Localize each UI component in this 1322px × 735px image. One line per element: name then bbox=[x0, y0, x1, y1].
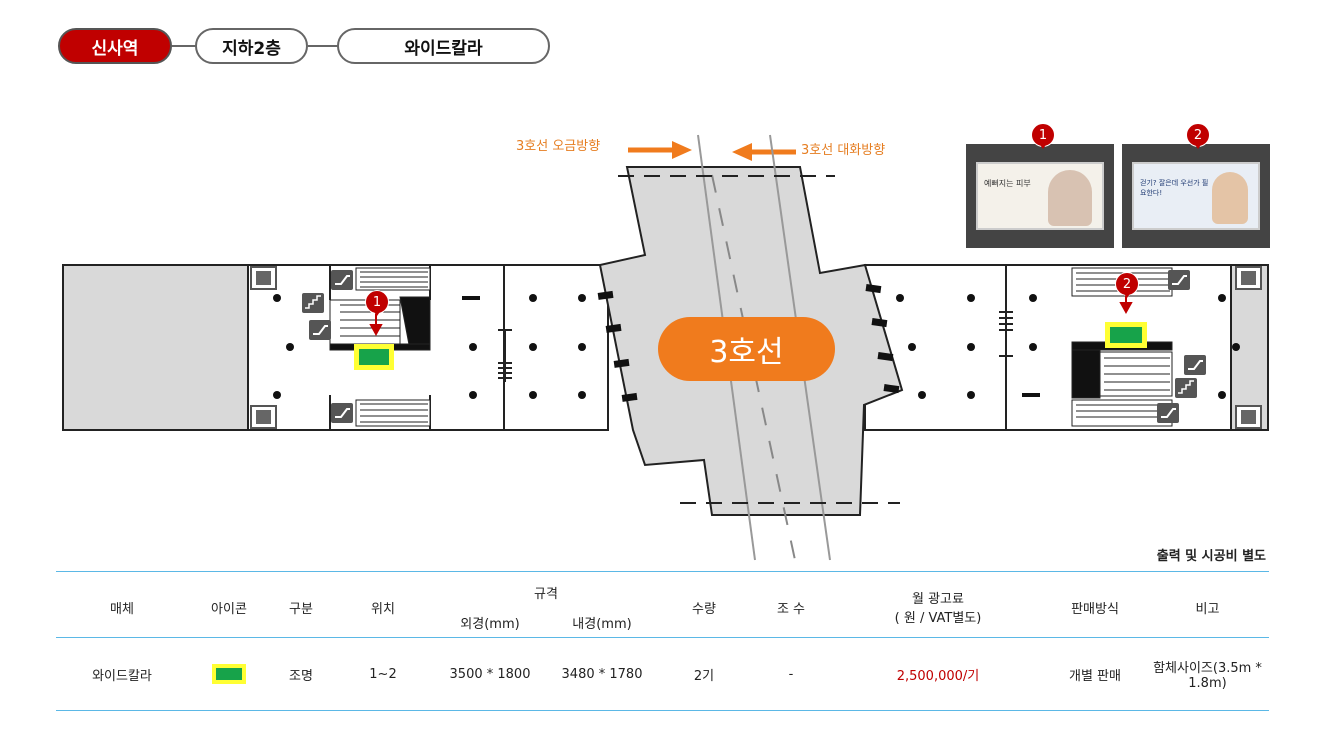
th-inner: 내경(mm) bbox=[572, 616, 632, 632]
th-media: 매체 bbox=[110, 601, 134, 617]
ad-location-1 bbox=[354, 344, 394, 370]
escalator-icon bbox=[331, 270, 353, 290]
ad-model-figure bbox=[1212, 172, 1248, 224]
cell-media: 와이드칼라 bbox=[92, 668, 152, 684]
elevator-icon bbox=[250, 405, 277, 429]
breadcrumb-connector bbox=[172, 45, 196, 47]
gate-left bbox=[498, 329, 512, 382]
th-outer: 외경(mm) bbox=[460, 616, 520, 632]
th-sales: 판매방식 bbox=[1071, 601, 1119, 617]
escalator-icon bbox=[1184, 355, 1206, 375]
breadcrumb-station[interactable]: 신사역 bbox=[58, 28, 172, 64]
line-3-badge: 3호선 bbox=[658, 317, 835, 381]
cell-remarks: 함체사이즈(3.5m * 1.8m) bbox=[1153, 661, 1262, 691]
cell-quantity: 2기 bbox=[693, 668, 715, 684]
th-fee: 월 광고료 ( 원 / VAT별도) bbox=[832, 572, 1044, 638]
photo-marker-2: 2 bbox=[1186, 123, 1210, 149]
th-spec: 규격 bbox=[534, 586, 558, 602]
cell-type: 조명 bbox=[289, 668, 313, 684]
escalator-icon bbox=[1168, 270, 1190, 290]
direction-arrows bbox=[628, 141, 796, 161]
ad-model-figure bbox=[1048, 170, 1092, 226]
cell-icon bbox=[188, 638, 270, 711]
cell-fee: 2,500,000/기 bbox=[896, 668, 980, 684]
cell-outer: 3500 * 1800 bbox=[449, 666, 531, 682]
ad-spec-table: 매체 아이콘 구분 위치 규격 수량 조 수 월 광고료 ( 원 / VAT별도… bbox=[56, 571, 1269, 711]
ad-panel: 걷기? 잘은데 우선가 필요한다! bbox=[1132, 162, 1260, 230]
map-marker-1[interactable]: 1 bbox=[365, 290, 389, 316]
platform-doors bbox=[597, 284, 900, 402]
direction-left-label: 3호선 오금방향 bbox=[516, 139, 601, 154]
th-lighting: 조 수 bbox=[776, 601, 806, 617]
ad-location-2 bbox=[1105, 322, 1147, 348]
ad-photo-1[interactable]: 예뻐지는 피부 bbox=[966, 144, 1114, 248]
escalator-icon bbox=[309, 320, 331, 340]
cost-note: 출력 및 시공비 별도 bbox=[1156, 549, 1266, 564]
breadcrumb-connector bbox=[308, 45, 338, 47]
breadcrumb-floor[interactable]: 지하2층 bbox=[195, 28, 308, 64]
cell-sales: 개별 판매 bbox=[1069, 668, 1121, 684]
direction-right-label: 3호선 대화방향 bbox=[801, 143, 886, 158]
ad-panel: 예뻐지는 피부 bbox=[976, 162, 1104, 230]
left-wing-gray-area bbox=[62, 264, 249, 431]
wide-color-legend-icon bbox=[212, 664, 246, 684]
pillars bbox=[273, 294, 1240, 399]
elevator-icon bbox=[250, 266, 277, 290]
th-type: 구분 bbox=[289, 601, 313, 617]
gate-right bbox=[999, 311, 1013, 357]
escalator-icon bbox=[1157, 403, 1179, 423]
th-quantity: 수량 bbox=[692, 601, 716, 617]
cell-position: 1~2 bbox=[369, 666, 397, 682]
cell-inner: 3480 * 1780 bbox=[561, 666, 643, 682]
table-row: 와이드칼라 조명 1~2 3500 * 1800 3480 * 1780 2기 … bbox=[56, 638, 1269, 711]
th-icon: 아이콘 bbox=[211, 601, 247, 617]
photo-marker-1: 1 bbox=[1031, 123, 1055, 149]
elevator-icons bbox=[250, 266, 1262, 429]
map-marker-2[interactable]: 2 bbox=[1115, 272, 1139, 298]
th-position: 위치 bbox=[371, 601, 395, 617]
escalator-icons bbox=[302, 270, 1206, 423]
platform-edge-lines bbox=[618, 175, 900, 504]
stairs-icon bbox=[302, 293, 324, 313]
ad-photo-2[interactable]: 걷기? 잘은데 우선가 필요한다! bbox=[1122, 144, 1270, 248]
ad-photo-text: 걷기? 잘은데 우선가 필요한다! bbox=[1140, 179, 1209, 197]
breadcrumb-media[interactable]: 와이드칼라 bbox=[337, 28, 550, 64]
ad-photo-text: 예뻐지는 피부 bbox=[984, 179, 1031, 188]
stairs-icon bbox=[1175, 378, 1197, 398]
th-fee-label: 월 광고료 bbox=[912, 592, 964, 607]
escalator-icon bbox=[331, 403, 353, 423]
cell-lighting: - bbox=[788, 666, 794, 682]
th-fee-sub: ( 원 / VAT별도) bbox=[894, 611, 982, 626]
elevator-icon bbox=[1235, 266, 1262, 290]
elevator-icon bbox=[1235, 405, 1262, 429]
th-remarks: 비고 bbox=[1195, 601, 1220, 617]
